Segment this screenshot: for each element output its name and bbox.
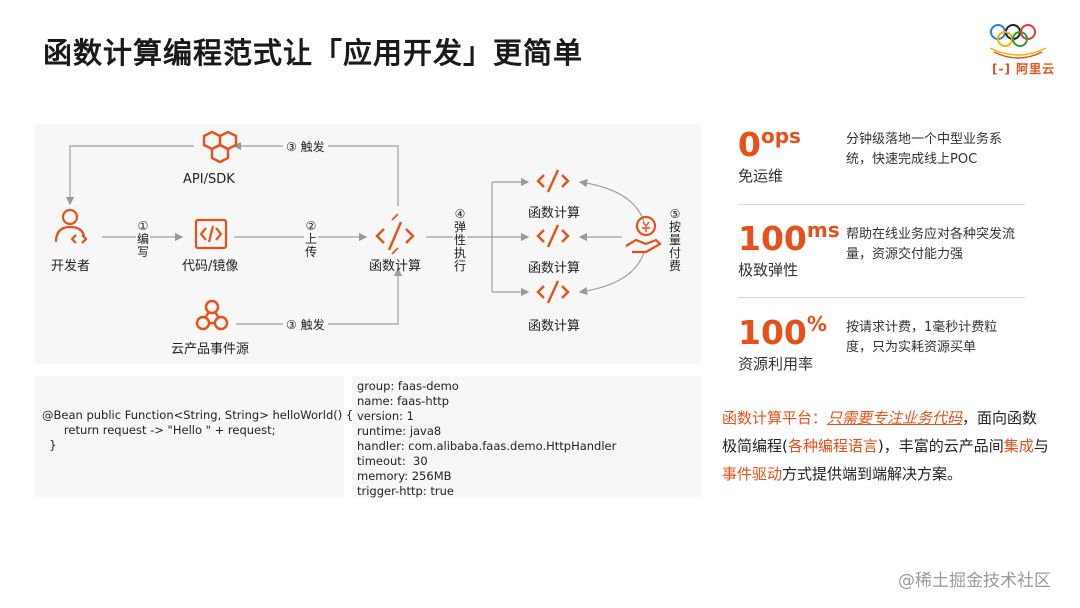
- metric-description: 分钟级落地一个中型业务系统，快速完成线上POC: [846, 132, 1003, 167]
- code-line: }: [42, 438, 57, 452]
- code-line: return request -> "Hello " + request;: [42, 423, 276, 437]
- metric-value: 0: [738, 125, 761, 164]
- metric-value: 100: [738, 219, 807, 258]
- summary-highlight: 各种编程语言: [787, 437, 878, 455]
- yaml-config-block: group: faas-demo name: faas-http version…: [352, 376, 702, 498]
- function-compute-label: 函数计算: [528, 319, 581, 334]
- summary-highlight: 集成: [1003, 437, 1034, 455]
- divider: [738, 204, 1025, 205]
- summary-text: 与: [1033, 437, 1049, 455]
- function-compute-label: 函数计算: [528, 261, 581, 276]
- metric-label: 免运维: [738, 167, 784, 185]
- summary-highlight: 事件驱动: [722, 465, 783, 483]
- summary-highlight: 函数计算平台：: [722, 409, 828, 427]
- code-line: @Bean public Function<String, String> he…: [42, 408, 354, 422]
- trigger-edge-label: ③ 触发: [283, 138, 328, 155]
- page-title: 函数计算编程范式让「应用开发」更简单: [43, 36, 584, 70]
- architecture-diagram: API/SDK 开发者 代码/镜像 函数计算 函数计算 函数计算 函数计算 云产…: [34, 124, 702, 364]
- summary-paragraph: 函数计算平台：只需要专注业务代码，面向函数极简编程(各种编程语言)，丰富的云产品…: [722, 404, 1052, 488]
- code-image-label: 代码/镜像: [182, 259, 239, 274]
- metric-unit: %: [806, 312, 827, 336]
- summary-text: )，丰富的云产品间: [877, 437, 1004, 455]
- metric-description: 按请求计费，1毫秒计费粒度，只为实耗资源买单: [846, 320, 998, 355]
- cloud-event-icon: [195, 299, 229, 331]
- config-line: name: faas-http: [357, 394, 450, 408]
- metric-value: 100: [738, 313, 807, 352]
- config-line: version: 1: [357, 409, 414, 423]
- config-line: runtime: java8: [357, 424, 442, 438]
- aliyun-logo-text: [-] 阿里云: [992, 62, 1056, 76]
- config-line: memory: 256MB: [357, 469, 452, 483]
- function-compute-icon: [375, 213, 415, 255]
- metric-description: 帮助在线业务应对各种突发流量，资源交付能力强: [846, 227, 1016, 262]
- elastic-execution-edge-label: ④弹性执行: [453, 207, 467, 273]
- divider: [738, 297, 1025, 298]
- metric-unit: ops: [760, 124, 801, 148]
- config-line: group: faas-demo: [357, 379, 459, 393]
- write-edge-label: ①编写: [136, 219, 150, 259]
- metric-elasticity: 100ms 极致弹性: [738, 218, 840, 280]
- developer-label: 开发者: [51, 259, 91, 274]
- metric-label: 资源利用率: [738, 355, 814, 373]
- metric-utilization: 100% 资源利用率: [738, 312, 827, 374]
- api-sdk-label: API/SDK: [183, 172, 235, 187]
- developer-icon: [54, 208, 88, 244]
- function-compute-icon: [536, 169, 570, 193]
- function-compute-label: 函数计算: [528, 206, 581, 221]
- function-compute-icon: [536, 280, 570, 304]
- config-line: trigger-http: true: [357, 484, 454, 498]
- olympic-rings-logo: [989, 24, 1047, 59]
- summary-text: ，面向函数极简编程(: [722, 409, 1038, 455]
- cloud-event-source-label: 云产品事件源: [171, 342, 250, 357]
- code-icon: [194, 218, 228, 250]
- metric-label: 极致弹性: [738, 261, 799, 279]
- upload-edge-label: ②上传: [304, 219, 318, 259]
- config-line: handler: com.alibaba.faas.demo.HttpHandl…: [357, 439, 617, 453]
- config-line: timeout: 30: [357, 454, 428, 468]
- api-sdk-icon: [202, 130, 238, 164]
- function-compute-label: 函数计算: [369, 259, 422, 274]
- function-compute-icon: [536, 224, 570, 248]
- metric-zero-ops: 0ops 免运维: [738, 124, 801, 186]
- java-code-block: @Bean public Function<String, String> he…: [34, 376, 353, 497]
- summary-emphasis: 只需要专注业务代码: [827, 409, 963, 427]
- pay-icon: [625, 215, 662, 254]
- summary-text: 方式提供端到端解决方案。: [782, 465, 963, 483]
- metric-unit: ms: [806, 218, 840, 242]
- pay-per-use-edge-label: ⑤按量付费: [668, 207, 682, 273]
- trigger-edge-label: ③ 触发: [283, 316, 328, 333]
- watermark: @稀土掘金技术社区: [898, 571, 1051, 591]
